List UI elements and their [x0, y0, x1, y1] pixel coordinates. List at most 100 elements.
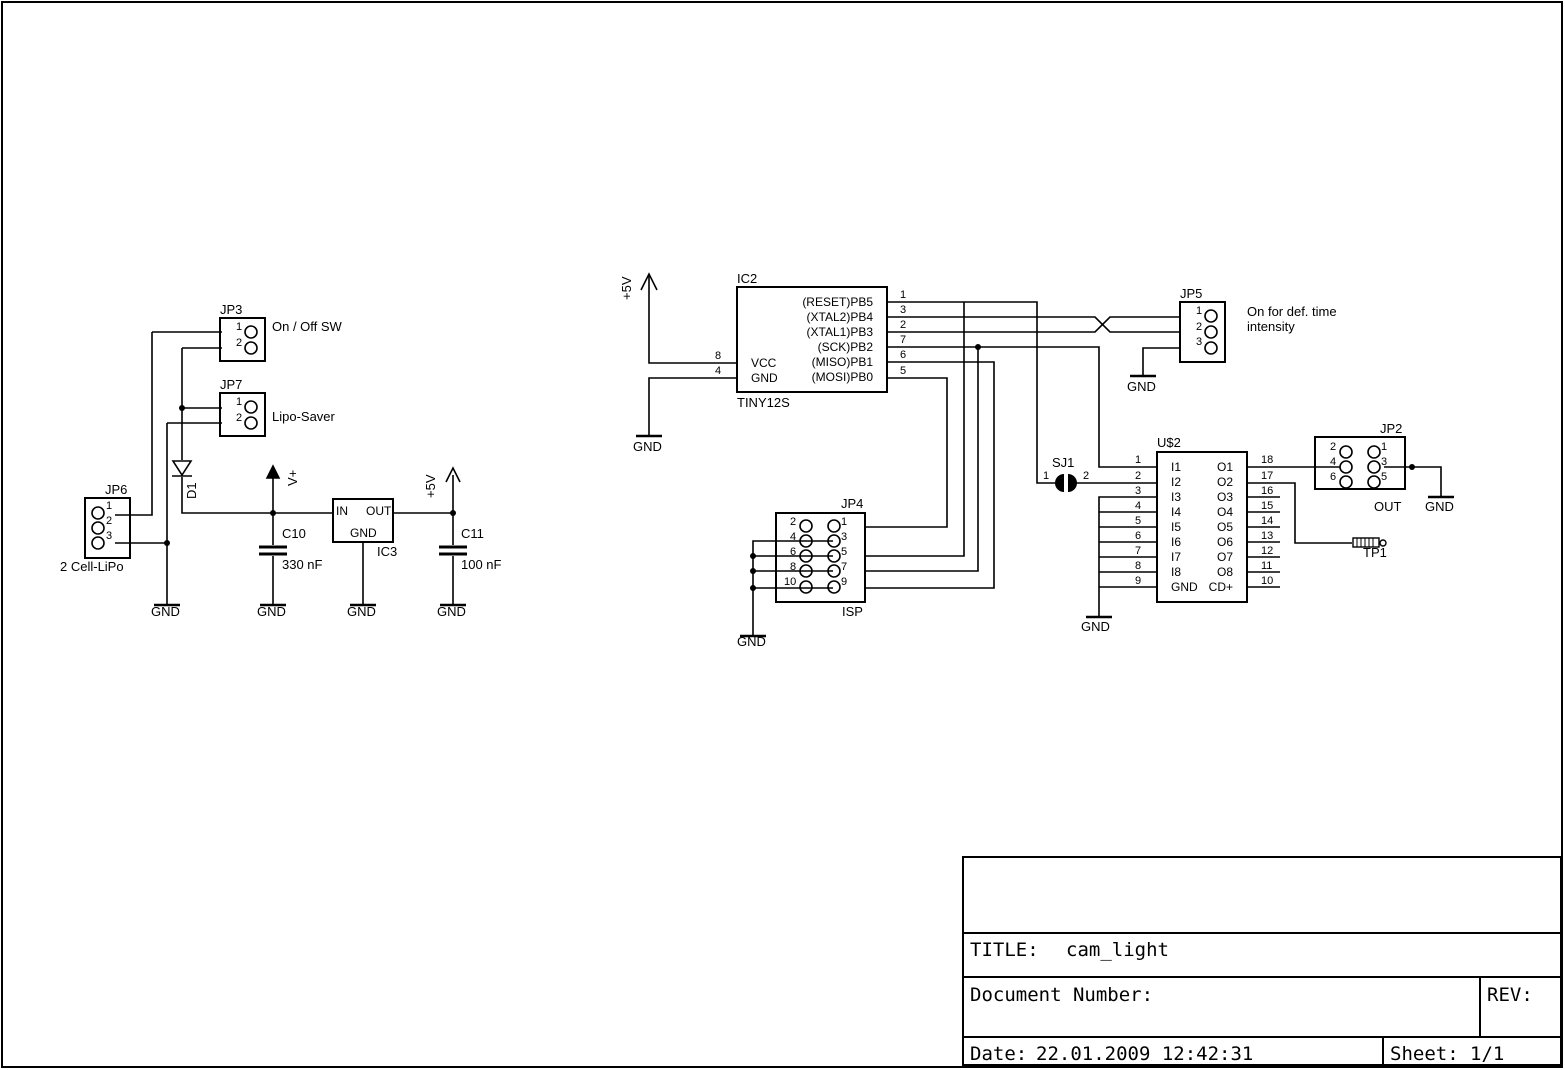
- jp4-pin-7: 7: [841, 561, 847, 573]
- gnd-label-jp2: GND: [1425, 499, 1454, 514]
- ic2-pb2: (SCK)PB2: [818, 340, 874, 354]
- c11-value: 100 nF: [461, 557, 502, 572]
- u2-pin-10: 10: [1261, 575, 1273, 587]
- u2-in-7: I7: [1171, 550, 1181, 564]
- document-number-label: Document Number:: [970, 984, 1153, 1006]
- u2-out-8: O8: [1217, 565, 1233, 579]
- jp2-pin-6: 6: [1330, 471, 1336, 483]
- gnd-label-c11: GND: [437, 604, 466, 619]
- ic2-pin-3: 3: [900, 304, 906, 316]
- jp4-label: ISP: [842, 604, 863, 619]
- sj1-pin-1: 1: [1043, 470, 1049, 482]
- ic2-pb5: (RESET)PB5: [802, 295, 873, 309]
- jp4-pin-9: 9: [841, 576, 847, 588]
- jp2-pin-5: 5: [1381, 471, 1387, 483]
- u2-name: U$2: [1157, 435, 1181, 450]
- ic3-out: OUT: [366, 504, 392, 518]
- u2-out-5: O5: [1217, 520, 1233, 534]
- jp2-pin-4: 4: [1330, 456, 1336, 468]
- date-label: Date:: [970, 1043, 1027, 1065]
- jp2-name: JP2: [1380, 421, 1402, 436]
- gnd-label-mcu: GND: [633, 439, 662, 454]
- u2-in-1: I1: [1171, 460, 1181, 474]
- u2-pin-18: 18: [1261, 454, 1273, 466]
- title-label: TITLE:: [970, 939, 1039, 961]
- ic3-gnd: GND: [350, 526, 377, 540]
- jp5-label-line1: On for def. time: [1247, 304, 1337, 319]
- c10-name: C10: [282, 526, 306, 541]
- u2-out-2: O2: [1217, 475, 1233, 489]
- jp3-pin-1: 1: [236, 321, 242, 333]
- jp5-label-line2: intensity: [1247, 319, 1295, 334]
- jp5-pin-1: 1: [1196, 305, 1202, 317]
- u2-in-gnd: GND: [1171, 580, 1198, 594]
- plus5v-label-power: +5V: [423, 474, 438, 498]
- plus5v-label-mcu: +5V: [619, 276, 634, 300]
- jp4-name: JP4: [841, 496, 863, 511]
- ic2-pb4: (XTAL2)PB4: [807, 310, 874, 324]
- u2-in-6: I6: [1171, 535, 1181, 549]
- u2-out-1: O1: [1217, 460, 1233, 474]
- jp4-pin-6: 6: [790, 546, 796, 558]
- jp3-label: On / Off SW: [272, 319, 343, 334]
- title-block: [962, 856, 1562, 1066]
- u2-pin-16: 16: [1261, 485, 1273, 497]
- jp3-header: JP3 1 2 On / Off SW: [219, 302, 343, 362]
- gnd-label-jp6: GND: [151, 604, 180, 619]
- jp2-pin-2: 2: [1330, 441, 1336, 453]
- title-value: cam_light: [1066, 939, 1169, 961]
- jp6-name: JP6: [105, 482, 127, 497]
- ic2-pb1: (MISO)PB1: [812, 355, 874, 369]
- u2-pin-14: 14: [1261, 515, 1273, 527]
- u2-out-6: O6: [1217, 535, 1233, 549]
- jp4-pin-3: 3: [841, 531, 847, 543]
- rev-label: REV:: [1487, 984, 1533, 1006]
- sheet-value: 1/1: [1470, 1043, 1504, 1065]
- jp2-pin-1: 1: [1381, 441, 1387, 453]
- jp7-pin-2: 2: [236, 412, 242, 424]
- jp7-header: JP7 1 2 Lipo-Saver: [219, 377, 336, 437]
- sj1-name: SJ1: [1052, 455, 1074, 470]
- u2-out-3: O3: [1217, 490, 1233, 504]
- jp2-label: OUT: [1374, 499, 1402, 514]
- ic2-vcc: VCC: [751, 356, 777, 370]
- jp4-pin-2: 2: [790, 516, 796, 528]
- jp6-header: JP6 1 2 3 2 Cell-LiPo: [60, 482, 131, 574]
- jp4-pin-5: 5: [841, 546, 847, 558]
- jp6-pin-2: 2: [106, 515, 112, 527]
- u2-in-3: I3: [1171, 490, 1181, 504]
- u2-pin-5: 5: [1135, 515, 1141, 527]
- jp6-label: 2 Cell-LiPo: [60, 559, 124, 574]
- jp4-pin-1: 1: [841, 516, 847, 528]
- isp-wires: [740, 540, 833, 638]
- u2-pin-11: 11: [1261, 560, 1272, 572]
- jp2-pin-3: 3: [1381, 456, 1387, 468]
- jp5-pin-2: 2: [1196, 321, 1202, 333]
- c11-name: C11: [461, 526, 484, 541]
- date-value: 22.01.2009 12:42:31: [1036, 1043, 1253, 1065]
- u2-pin-9: 9: [1135, 575, 1141, 587]
- jp3-pin-2: 2: [236, 337, 242, 349]
- jp5-header: JP5 1 2 3 On for def. time intensity: [1179, 286, 1337, 363]
- jp4-pin-8: 8: [790, 561, 796, 573]
- jp7-name: JP7: [220, 377, 242, 392]
- jp4-pin-10: 10: [784, 576, 796, 588]
- u2-in-4: I4: [1171, 505, 1181, 519]
- ic3-name: IC3: [377, 544, 397, 559]
- jp7-label: Lipo-Saver: [272, 409, 336, 424]
- ic2-part: TINY12S: [737, 395, 790, 410]
- vplus-label: V+: [285, 470, 300, 486]
- ic2-pb3: (XTAL1)PB3: [807, 325, 874, 339]
- u2-pin-15: 15: [1261, 500, 1273, 512]
- u2-in-2: I2: [1171, 475, 1181, 489]
- jp7-pin-1: 1: [236, 396, 242, 408]
- u2-out-cd: CD+: [1209, 580, 1233, 594]
- sj1-pin-2: 2: [1083, 470, 1089, 482]
- tp1-testpoint: TP1: [1352, 537, 1387, 560]
- u2-pin-7: 7: [1135, 545, 1141, 557]
- jp5-name: JP5: [1180, 286, 1202, 301]
- u2-pin-1: 1: [1135, 454, 1141, 466]
- ic3-in: IN: [336, 504, 348, 518]
